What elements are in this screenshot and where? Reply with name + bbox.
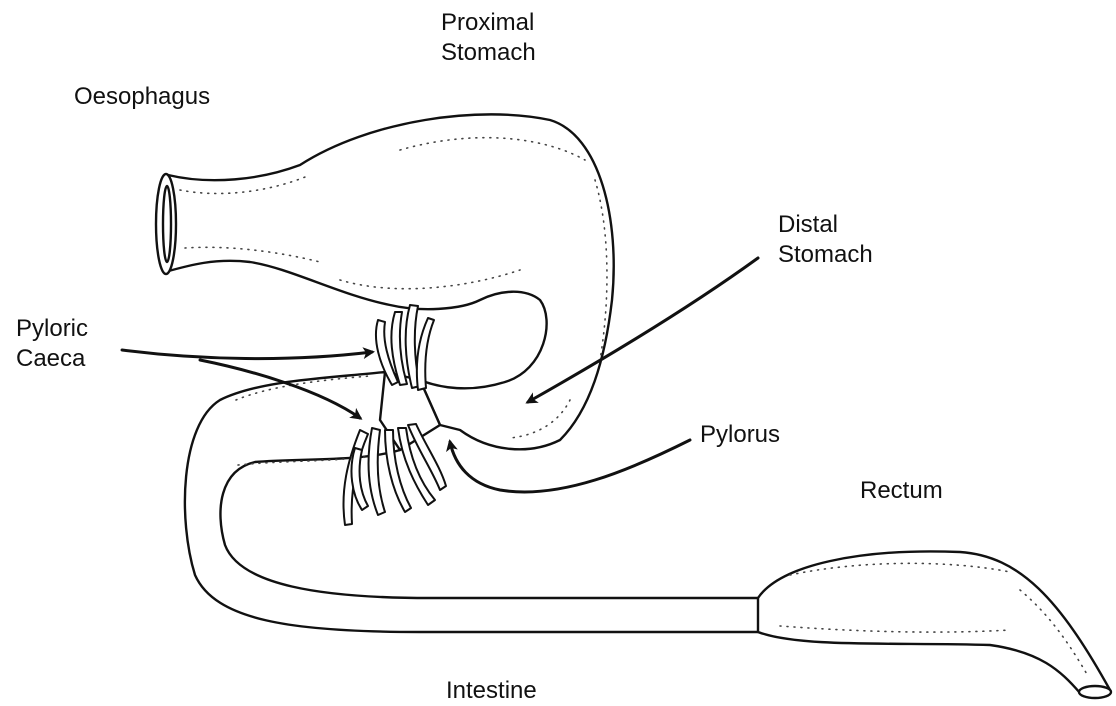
label-intestine: Intestine bbox=[446, 676, 537, 706]
label-proximal-stomach-line2: Stomach bbox=[441, 38, 536, 68]
label-oesophagus: Oesophagus bbox=[74, 82, 210, 112]
label-distal-stomach-line2: Stomach bbox=[778, 240, 873, 270]
arrow-pyloric-caeca-upper bbox=[122, 350, 372, 359]
label-distal-stomach-line1: Distal bbox=[778, 210, 873, 240]
label-pylorus: Pylorus bbox=[700, 420, 780, 450]
label-proximal-stomach: Proximal Stomach bbox=[441, 8, 536, 68]
label-pyloric-caeca-line2: Caeca bbox=[16, 344, 88, 374]
label-distal-stomach: Distal Stomach bbox=[778, 210, 873, 270]
rectum-shape bbox=[758, 551, 1111, 698]
label-proximal-stomach-line1: Proximal bbox=[441, 8, 536, 38]
label-pyloric-caeca: Pyloric Caeca bbox=[16, 314, 88, 374]
label-pyloric-caeca-line1: Pyloric bbox=[16, 314, 88, 344]
arrow-pylorus bbox=[450, 440, 690, 492]
label-rectum: Rectum bbox=[860, 476, 943, 506]
